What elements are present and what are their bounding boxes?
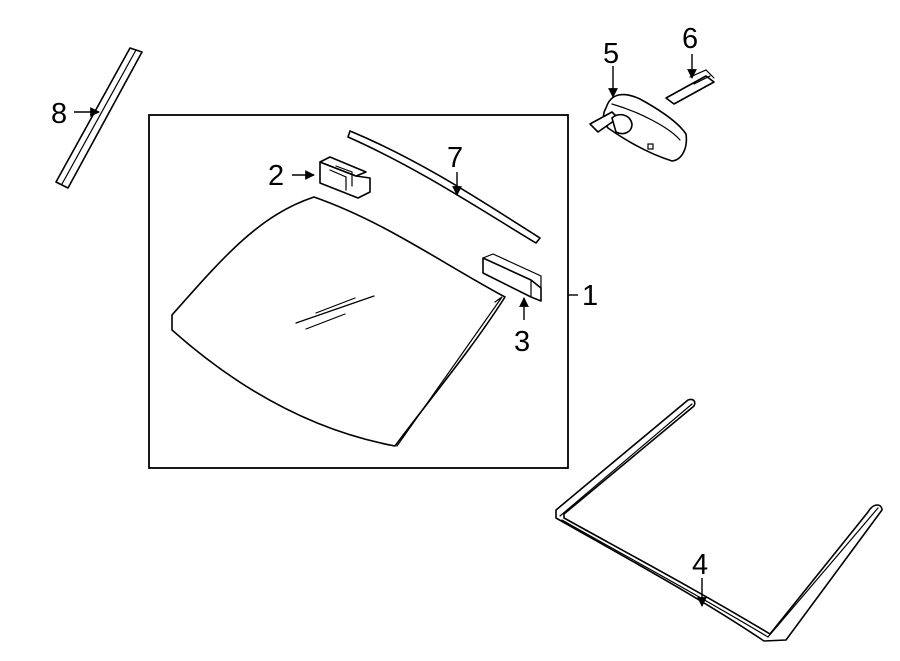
- rear-view-mirror: [589, 93, 688, 162]
- callout-8: 8: [51, 98, 67, 130]
- mirror-bracket-clip: [319, 156, 371, 199]
- side-moulding: [55, 47, 143, 189]
- assembly-frame: [148, 114, 569, 469]
- windshield-glass: [171, 196, 506, 447]
- callout-3: 3: [514, 326, 530, 358]
- callout-6: 6: [682, 23, 698, 55]
- windshield-weatherstrip: [555, 398, 883, 642]
- upper-moulding: [347, 130, 541, 244]
- callout-4: 4: [692, 549, 708, 581]
- callout-5: 5: [603, 38, 619, 70]
- mirror-cover: [665, 69, 715, 105]
- sensor-pad: [482, 253, 542, 302]
- callout-1: 1: [582, 280, 598, 312]
- callout-7: 7: [447, 142, 463, 174]
- callout-2: 2: [268, 160, 284, 192]
